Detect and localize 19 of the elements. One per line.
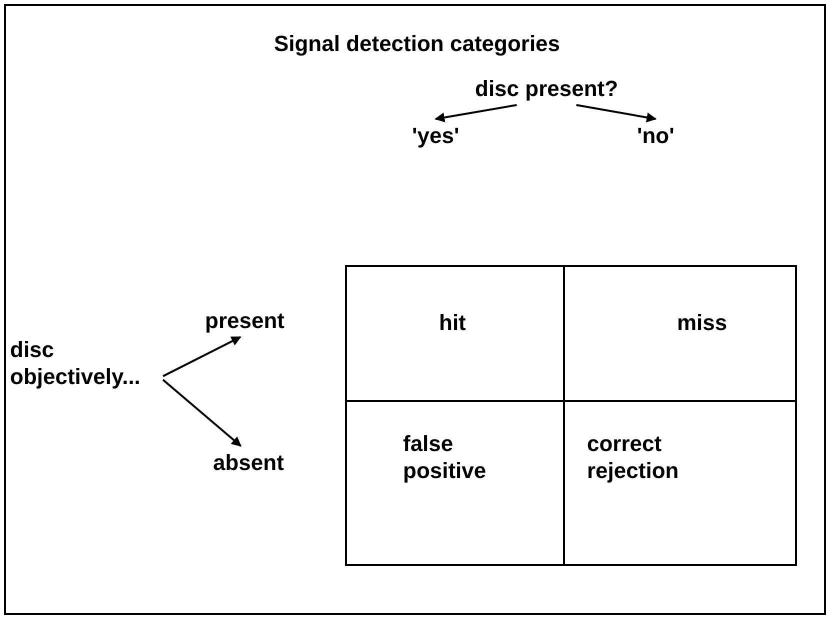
- answer-label: 'no': [637, 122, 674, 149]
- answer-label: 'yes': [412, 122, 460, 149]
- arrow: [576, 104, 657, 122]
- diagram-title: Signal detection categories: [272, 30, 562, 57]
- table-cell: [563, 265, 797, 402]
- category-label: correct rejection: [587, 430, 680, 484]
- row-heading: disc objectively...: [10, 336, 160, 390]
- table-cell: [563, 400, 797, 566]
- state-label: absent: [213, 449, 284, 476]
- table-cell: [345, 265, 565, 402]
- arrow: [434, 104, 517, 122]
- category-label: false positive: [403, 430, 488, 484]
- category-label: hit: [439, 309, 467, 336]
- state-label: present: [205, 307, 284, 334]
- arrow: [162, 336, 242, 378]
- question-label: disc present?: [475, 75, 618, 102]
- arrow: [162, 379, 242, 447]
- category-label: miss: [677, 309, 728, 336]
- table-cell: [345, 400, 565, 566]
